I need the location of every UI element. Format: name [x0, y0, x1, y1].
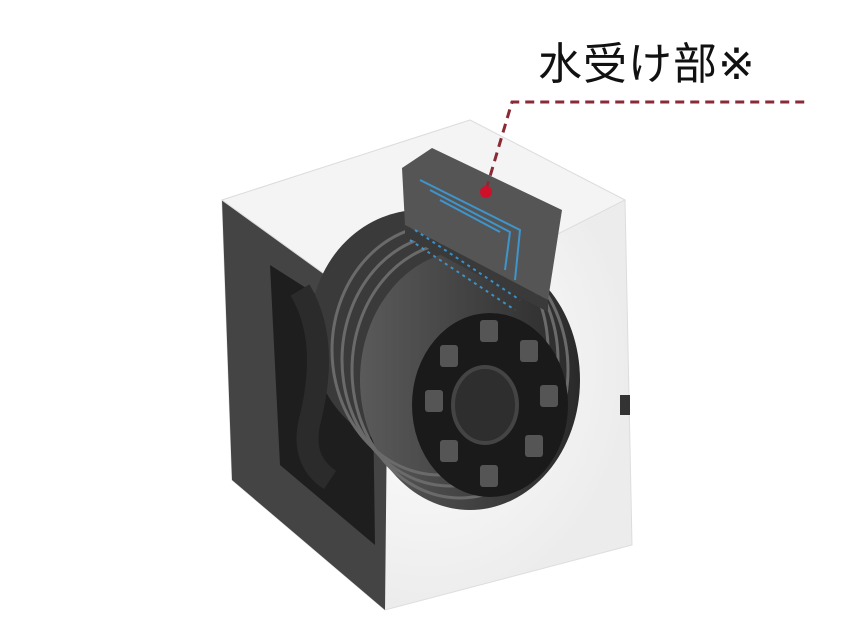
- hose: [290, 284, 337, 490]
- water-tray: [402, 148, 562, 312]
- callout-dot: [480, 186, 492, 198]
- side-knob: [620, 395, 630, 415]
- water-tray-label: 水受け部※: [538, 39, 756, 90]
- callout-line: [480, 100, 810, 198]
